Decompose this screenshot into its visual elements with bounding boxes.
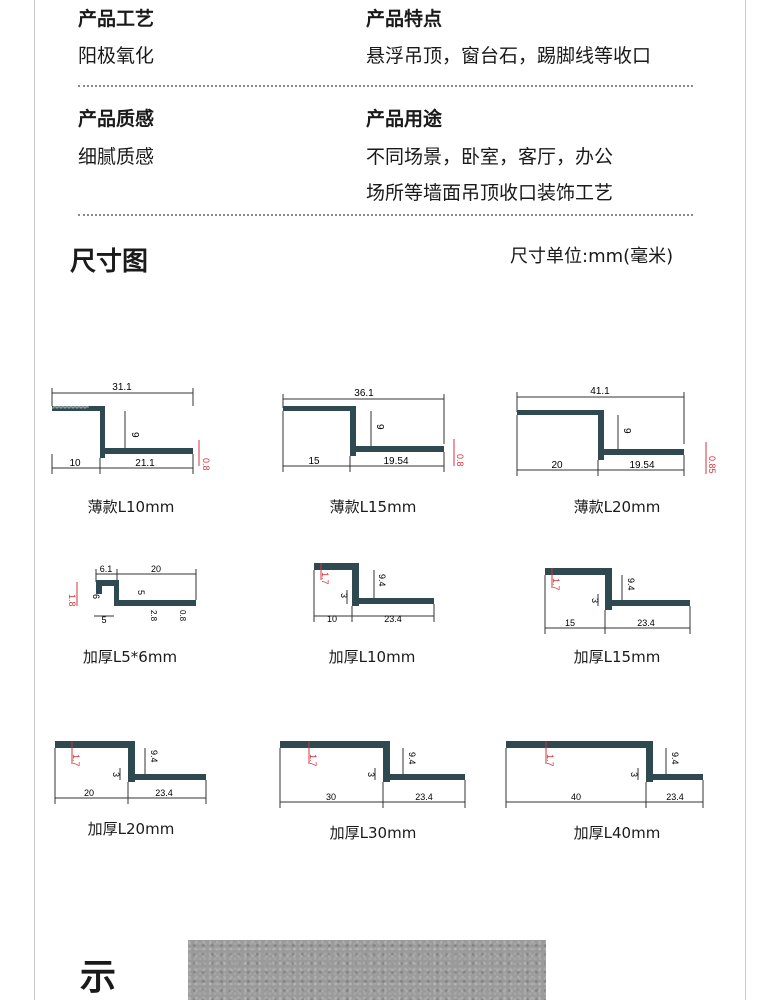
- profile-caption: 薄款L10mm: [87, 498, 175, 516]
- usage-line-1: 不同场景，卧室，客厅，办公: [366, 146, 614, 168]
- dim-thick: 1.7: [551, 578, 561, 591]
- dimension-unit: 尺寸单位:mm(毫米): [510, 246, 674, 267]
- craft-label: 产品工艺: [78, 8, 155, 30]
- dim-left: 10: [327, 614, 337, 624]
- dim-t2: 2.8: [149, 610, 158, 622]
- dim-thick: 0.8: [201, 458, 211, 471]
- dim-top: 36.1: [354, 388, 374, 399]
- dim-left: 15: [308, 456, 320, 467]
- feature-label: 产品特点: [366, 8, 443, 30]
- right-frame-line: [745, 0, 746, 1000]
- dim-height: 9.4: [149, 750, 159, 763]
- dim-height: 9: [374, 424, 385, 430]
- dim-left: 20: [551, 460, 563, 471]
- profile-caption: 加厚L40mm: [573, 824, 661, 842]
- dim-step: 3: [366, 772, 376, 777]
- dim-t3: 0.8: [178, 610, 187, 622]
- profile-caption: 加厚L10mm: [328, 648, 416, 666]
- dim-h1: 6: [91, 594, 101, 599]
- texture-sample-image: [188, 940, 546, 1000]
- dim-right: 23.4: [637, 618, 655, 628]
- dim-top-b: 20: [151, 564, 161, 574]
- divider-dotted: [78, 85, 693, 87]
- profile-thin-l15: 36.1 9 15 19.54 0.8: [282, 388, 465, 472]
- dim-step: 3: [590, 598, 600, 603]
- dim-left: 5: [101, 615, 106, 625]
- texture-value: 细腻质感: [78, 146, 155, 168]
- profile-caption: 加厚L20mm: [87, 820, 175, 838]
- dim-left: 30: [326, 792, 336, 802]
- dim-height: 9: [621, 428, 632, 434]
- profile-thick-l40: 9.4 3 40 23.4 1.7: [505, 741, 704, 808]
- dim-left: 20: [84, 788, 94, 798]
- dim-height: 9.4: [407, 752, 417, 765]
- dim-height: 9: [129, 432, 140, 438]
- profile-caption: 加厚L5*6mm: [82, 648, 178, 666]
- profile-caption: 薄款L20mm: [573, 498, 661, 516]
- dim-right: 19.54: [383, 456, 408, 467]
- dim-right: 23.4: [155, 788, 173, 798]
- dim-top: 41.1: [590, 386, 610, 397]
- profile-thick-l10: 9.4 3 10 23.4 1.7: [313, 563, 435, 624]
- left-frame-line: [34, 0, 35, 1000]
- usage-line-2: 场所等墙面吊顶收口装饰工艺: [366, 182, 614, 204]
- dim-thick: 0.85: [707, 456, 717, 474]
- dim-thick: 1.7: [545, 754, 555, 767]
- feature-value: 悬浮吊顶，窗台石，踢脚线等收口: [366, 45, 652, 67]
- usage-label: 产品用途: [366, 108, 443, 130]
- dim-left: 40: [571, 792, 581, 802]
- profile-thin-l20: 41.1 9 20 19.54 0.85: [516, 386, 717, 476]
- texture-label: 产品质感: [78, 108, 155, 130]
- dim-step: 3: [629, 772, 639, 777]
- dim-thick: 1.7: [71, 754, 81, 767]
- profile-caption: 加厚L30mm: [329, 824, 417, 842]
- dim-thick: 1.7: [320, 572, 330, 585]
- dim-thick: 1.8: [67, 594, 77, 607]
- next-section-heading: 示: [80, 957, 117, 998]
- dim-height: 9.4: [377, 574, 387, 587]
- profile-caption: 薄款L15mm: [329, 498, 417, 516]
- dim-height: 9.4: [670, 752, 680, 765]
- profile-thick-l15: 9.4 3 15 23.4 1.7: [544, 568, 691, 634]
- dim-right: 21.1: [135, 458, 155, 469]
- profile-caption: 加厚L15mm: [573, 648, 661, 666]
- dim-thick: 1.7: [308, 754, 318, 767]
- dim-right: 19.54: [629, 460, 654, 471]
- dim-step: 3: [111, 772, 121, 777]
- craft-value: 阳极氧化: [78, 45, 155, 67]
- dim-thick: 0.8: [455, 454, 465, 467]
- dim-right: 23.4: [384, 614, 402, 624]
- profile-thick-l30: 9.4 3 30 23.4 1.7: [279, 741, 466, 808]
- dim-h2: 5: [136, 590, 146, 595]
- profile-thick-l5x6: 6.1 20 6 5 5 1.8 2.8 0.8: [67, 564, 197, 625]
- dim-left: 15: [565, 618, 575, 628]
- profile-thin-l10: 31.1 9 10 21.1 0.8: [51, 382, 211, 474]
- dim-right: 23.4: [666, 792, 684, 802]
- profile-thick-l20: 9.4 3 20 23.4 1.7: [54, 741, 207, 804]
- dim-left: 10: [69, 458, 81, 469]
- dim-step: 3: [339, 593, 349, 598]
- dim-right: 23.4: [415, 792, 433, 802]
- dimension-title: 尺寸图: [70, 247, 149, 277]
- dim-top-a: 6.1: [100, 564, 113, 574]
- dim-height: 9.4: [626, 578, 636, 591]
- dim-top: 31.1: [112, 382, 132, 393]
- divider-dotted: [78, 214, 693, 216]
